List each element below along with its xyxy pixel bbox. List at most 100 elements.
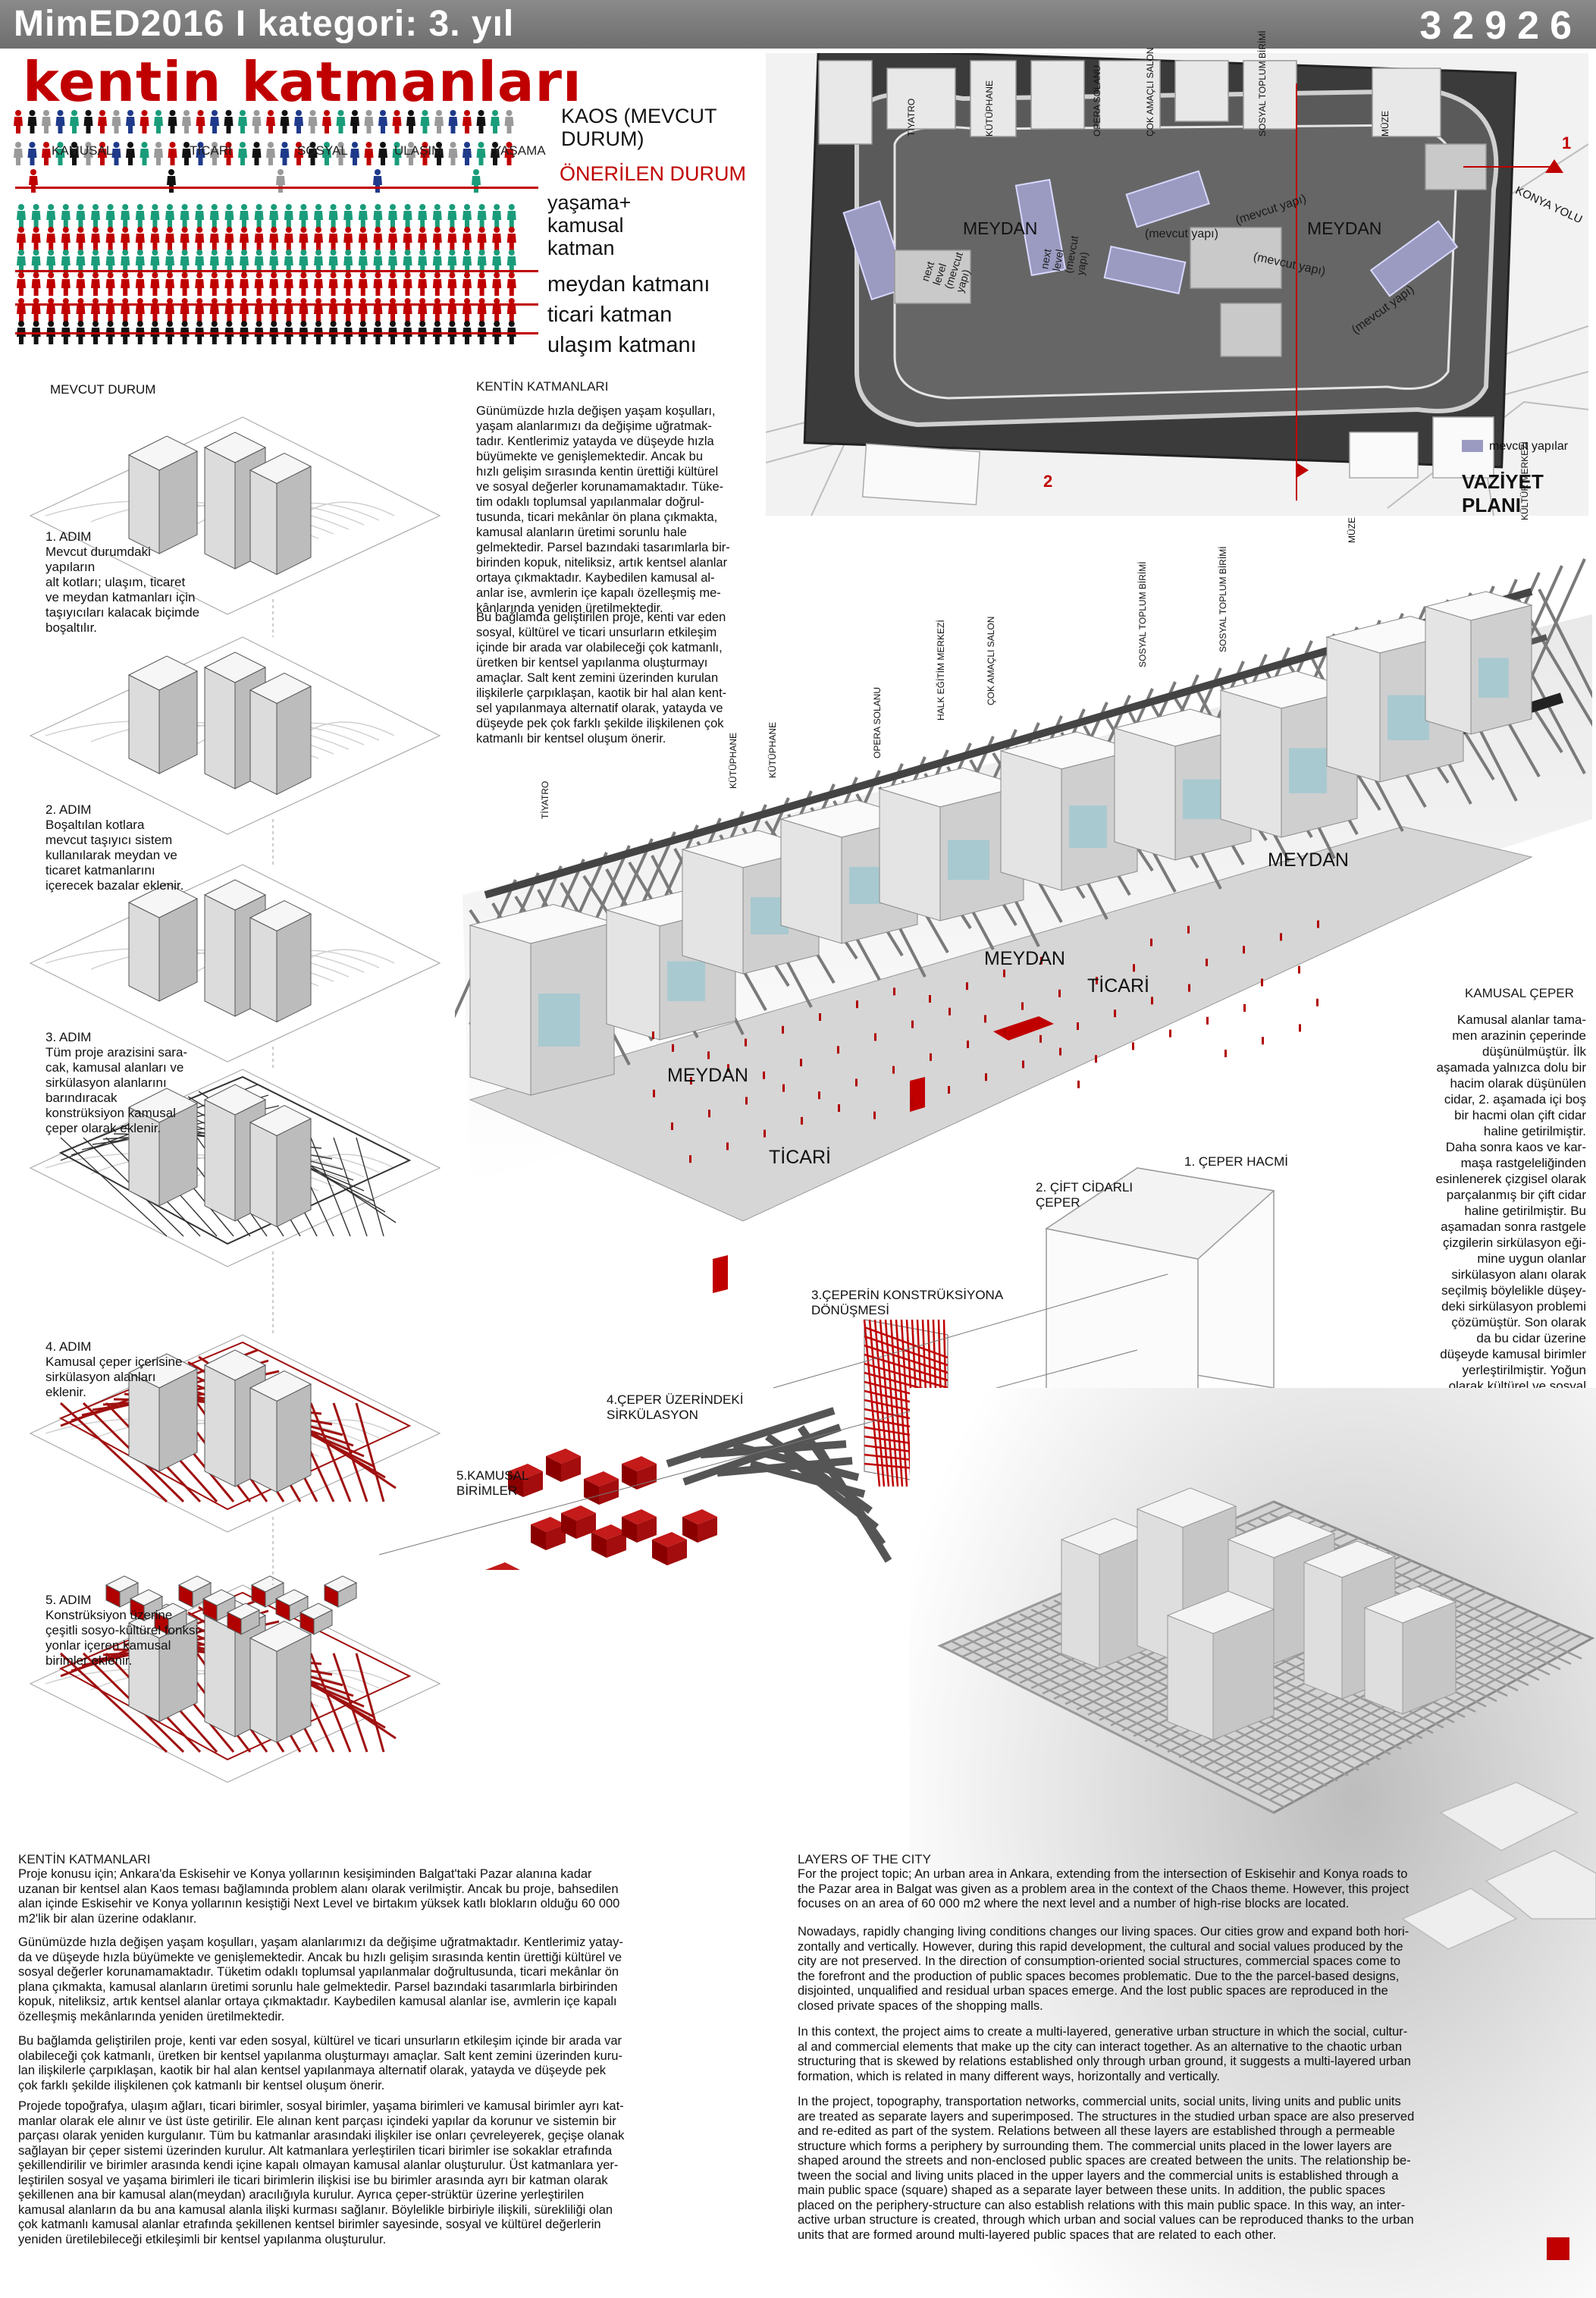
person-figure: [403, 298, 412, 322]
concept-para-1: Günümüzde hızla değişen yaşam koşulları,…: [476, 404, 730, 615]
person-figure: [506, 227, 516, 250]
person-figure: [105, 272, 115, 296]
site-plan-title: VAZİYET PLANI: [1462, 470, 1544, 516]
step-4-text: 4. ADIM Kamusal çeper içerisine sirkülas…: [45, 1339, 183, 1399]
person-figure: [343, 204, 353, 228]
person-figure: [418, 204, 428, 228]
person-figure: [209, 298, 219, 322]
person-figure: [31, 298, 41, 322]
site-meydan-2: MEYDAN: [1307, 218, 1382, 238]
person-figure: [477, 204, 487, 228]
person-figure: [135, 298, 145, 322]
person-figure: [17, 227, 26, 250]
person-figure: [364, 110, 374, 133]
person-figure: [418, 272, 428, 296]
bottom-right-p4: In the project, topography, transportati…: [798, 2095, 1415, 2242]
site-existing-6: (mevcut yapı): [1145, 228, 1218, 240]
person-figure: [14, 110, 23, 133]
person-figure: [492, 204, 502, 228]
person-figure: [269, 227, 279, 250]
person-figure: [46, 227, 56, 250]
site-unit-opera: OPERA SOLANU: [1092, 64, 1102, 137]
step-diagrams: [29, 416, 441, 1783]
bottom-left-p3: Bu bağlamda geliştirilen proje, kenti va…: [18, 2034, 622, 2092]
person-figure: [343, 298, 353, 322]
person-figure: [406, 110, 415, 133]
unit-tiyatro: TİYATRO: [540, 780, 550, 819]
person-figure: [105, 227, 115, 250]
person-figure: [476, 142, 486, 165]
person-figure: [55, 110, 65, 133]
person-figure: [42, 110, 51, 133]
layer-ulasim: ulaşım katmanı: [547, 333, 697, 357]
person-figure: [61, 272, 71, 296]
perspective-ticari-2: TİCARİ: [769, 1147, 831, 1168]
concept-para-2: Bu bağlamda geliştirilen proje, kenti va…: [476, 611, 727, 746]
person-figure: [180, 204, 190, 228]
person-figure: [420, 110, 430, 133]
person-figure: [91, 227, 100, 250]
person-figure: [98, 110, 107, 133]
person-figure: [504, 110, 514, 133]
bottom-right-title: LAYERS OF THE CITY: [798, 1852, 932, 1866]
site-unit-muze: MÜZE: [1380, 111, 1391, 137]
person-figure: [150, 272, 160, 296]
person-figure: [447, 272, 457, 296]
layer-divider-3: [15, 332, 538, 334]
person-figure: [358, 272, 368, 296]
person-figure: [140, 110, 149, 133]
person-figure: [314, 204, 323, 228]
person-figure: [492, 272, 502, 296]
proposed-divider: [15, 187, 538, 189]
public-edge-title: KAMUSAL ÇEPER: [1465, 986, 1574, 1000]
person-figure: [252, 110, 262, 133]
person-figure: [358, 204, 368, 228]
corner-marker: [1547, 2237, 1569, 2260]
person-figure: [418, 298, 428, 322]
person-figure: [388, 298, 397, 322]
person-figure: [83, 110, 93, 133]
person-figure: [91, 298, 100, 322]
person-figure: [388, 204, 397, 228]
person-figure: [462, 227, 472, 250]
perspective-meydan-2: MEYDAN: [984, 948, 1065, 969]
legend-ticari: TİCARİ: [190, 143, 232, 158]
person-figure: [46, 272, 56, 296]
person-figure: [154, 110, 163, 133]
person-figure: [343, 227, 353, 250]
person-figure: [432, 298, 442, 322]
person-figure: [358, 227, 368, 250]
person-figure: [252, 142, 262, 165]
competition-title: MimED2016 I kategori: 3. yıl: [14, 4, 515, 44]
person-figure: [61, 227, 71, 250]
person-figure: [328, 272, 338, 296]
bottom-left-p1: Proje konusu için; Ankara'da Eskisehir v…: [18, 1867, 620, 1926]
person-figure: [254, 227, 264, 250]
person-figure: [17, 272, 26, 296]
person-figure: [284, 204, 293, 228]
person-figure: [135, 227, 145, 250]
person-figure: [462, 142, 472, 165]
perspective-ticari-1: TİCARİ: [1087, 975, 1149, 997]
person-figure: [209, 227, 219, 250]
person-figure: [280, 110, 290, 133]
person-figure: [27, 110, 37, 133]
legend-yasama: YAŞAMA: [493, 143, 546, 158]
person-figure: [378, 110, 387, 133]
person-figure: [328, 298, 338, 322]
person-figure: [240, 272, 249, 296]
person-figure: [476, 110, 486, 133]
person-figure: [432, 272, 442, 296]
person-figure: [195, 298, 205, 322]
person-figure: [70, 110, 79, 133]
perspective-meydan-1: MEYDAN: [1268, 849, 1349, 871]
chaos-row-1: [14, 110, 514, 133]
unit-kultur: KÜLTÜR MERKEZİ: [1519, 441, 1530, 520]
legend-kamusal: KAMUSAL: [52, 143, 114, 158]
person-figure: [111, 142, 121, 165]
person-figure: [180, 272, 190, 296]
chaos-label: KAOS (MEVCUT DURUM): [561, 105, 717, 150]
person-figure: [462, 298, 472, 322]
site-unit-kutuphane: KÜTÜPHANE: [984, 80, 995, 137]
unit-cok-amacli: ÇOK AMAÇLI SALON: [986, 616, 996, 705]
